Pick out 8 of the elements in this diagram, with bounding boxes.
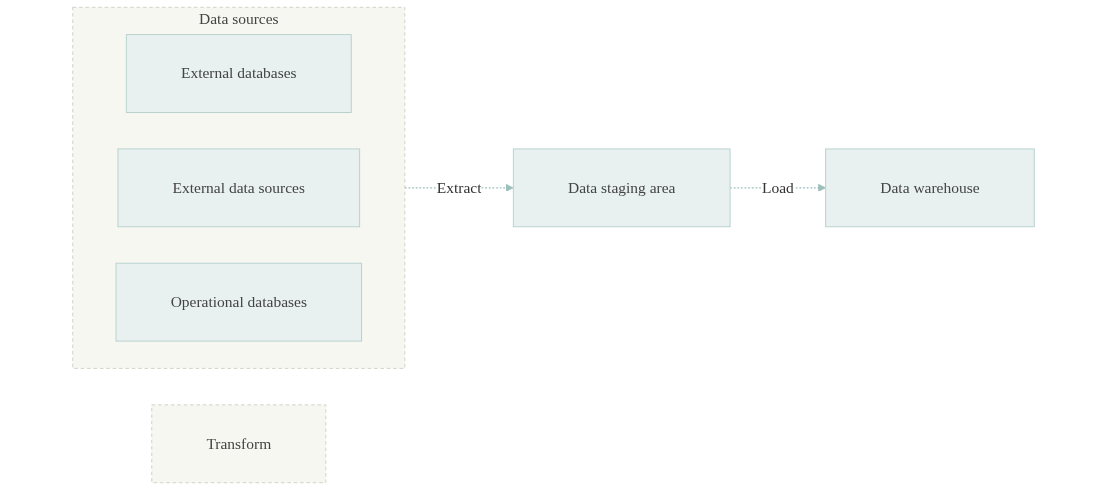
node-box: Transform [151, 404, 327, 484]
edge-label: Load [761, 178, 794, 197]
node-box: Data warehouse [825, 148, 1035, 228]
node-box: External data sources [117, 148, 361, 228]
edge-label: Extract [436, 178, 482, 197]
node-box: Data staging area [512, 148, 731, 228]
node-box: External databases [125, 34, 352, 113]
node-box: Operational databases [115, 262, 363, 342]
